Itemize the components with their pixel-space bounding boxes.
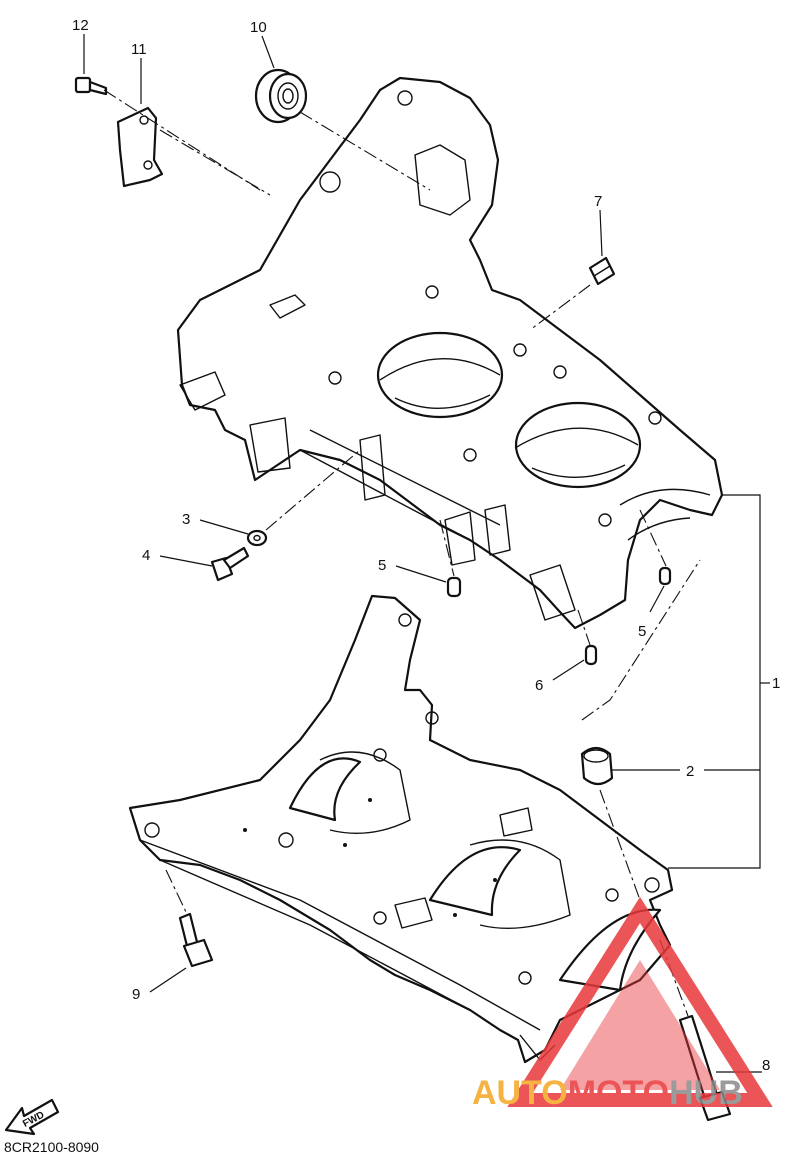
upper-crankcase (176, 76, 724, 630)
callout-7: 7 (594, 193, 602, 210)
callout-5-upper-left: 5 (378, 557, 386, 574)
callout-9: 9 (132, 986, 140, 1003)
warning-triangle-icon (507, 896, 773, 1107)
watermark-hub: HUB (669, 1074, 743, 1112)
dowel-part-5b (658, 566, 672, 586)
svg-text:AUTOMOTOHUB: AUTOMOTOHUB (472, 1074, 743, 1112)
bolt-part-9 (178, 912, 214, 968)
callout-10: 10 (250, 19, 267, 36)
bearing-part-10 (254, 68, 308, 124)
callout-2: 2 (686, 763, 694, 780)
callout-11: 11 (131, 41, 147, 58)
watermark-moto: MOTO (568, 1074, 669, 1112)
callout-12: 12 (72, 17, 89, 34)
fwd-arrow-icon: FWD (4, 1098, 60, 1136)
dowel-part-6 (584, 644, 598, 666)
watermark-auto: AUTO (472, 1074, 568, 1112)
screw-part-12 (74, 76, 108, 96)
callout-5-upper-right: 5 (638, 623, 646, 640)
callout-8: 8 (762, 1057, 770, 1074)
callout-1: 1 (772, 675, 780, 692)
leader-lines (83, 34, 770, 1073)
callout-labels: 12 11 10 7 3 4 5 5 6 1 2 9 8 (72, 17, 780, 1074)
callout-4: 4 (142, 547, 150, 564)
dowel-pin-part-7 (588, 256, 616, 286)
bracket-part-11 (116, 106, 164, 188)
washer-part-3 (246, 529, 268, 547)
callout-6: 6 (535, 677, 543, 694)
plug-part-2 (580, 746, 614, 786)
diagram-code: 8CR2100-8090 (4, 1139, 99, 1155)
bolt-part-4 (210, 546, 250, 582)
callout-3: 3 (182, 511, 190, 528)
automotohub-watermark: AUTOMOTOHUB (472, 896, 773, 1112)
dowel-part-5a (446, 576, 462, 598)
